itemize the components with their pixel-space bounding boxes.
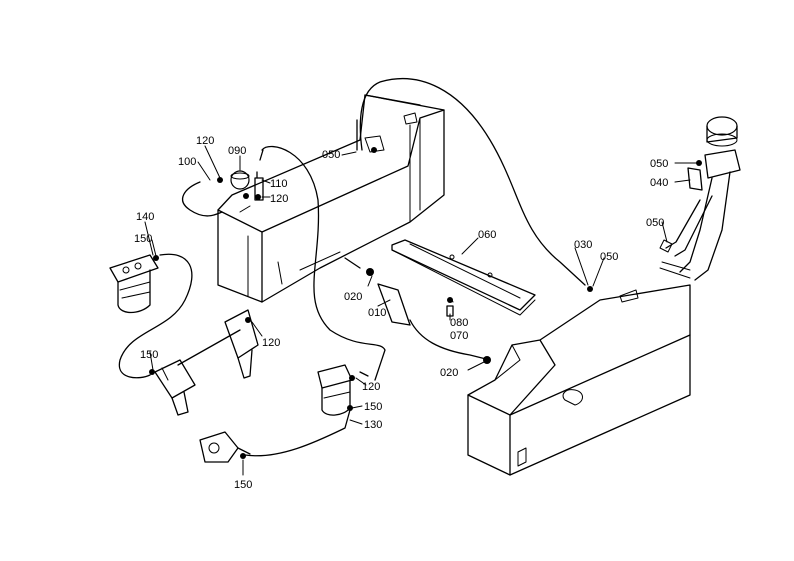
callout-070: 070 <box>450 330 468 342</box>
callout-150-pump: 150 <box>140 349 158 361</box>
callout-010: 010 <box>368 307 386 319</box>
callout-120-tank: 120 <box>270 193 288 205</box>
fuel-lines <box>118 78 586 457</box>
callout-050-filler-top: 050 <box>650 158 668 170</box>
feed-pump <box>199 431 251 463</box>
callout-140: 140 <box>136 211 154 223</box>
bracket-bolts <box>366 268 593 364</box>
callout-150-filter-center: 150 <box>364 401 382 413</box>
callout-150-filter: 150 <box>134 233 152 245</box>
callout-080: 080 <box>450 317 468 329</box>
callout-120-top: 120 <box>196 135 214 147</box>
callout-050-filler-bottom: 050 <box>646 217 664 229</box>
callout-120-pump: 120 <box>262 337 280 349</box>
callout-labels: 120 090 100 110 120 050 140 150 150 120 … <box>134 135 668 491</box>
callout-020-right: 020 <box>440 367 458 379</box>
callout-030: 030 <box>574 239 592 251</box>
filler-neck-assembly <box>659 116 741 281</box>
leader-lines <box>144 145 698 476</box>
callout-050-right-tank: 050 <box>600 251 618 263</box>
fuel-filter-left <box>109 254 159 314</box>
callout-050-tank: 050 <box>322 149 340 161</box>
tank-support-bracket <box>391 239 536 316</box>
fuel-filter-center <box>317 364 369 416</box>
callout-020-left: 020 <box>344 291 362 303</box>
callout-110: 110 <box>270 178 288 190</box>
injection-pump <box>149 309 259 416</box>
callout-130: 130 <box>364 419 382 431</box>
right-fuel-tank <box>467 261 691 476</box>
left-tank-fittings <box>217 119 385 201</box>
callout-040: 040 <box>650 177 668 189</box>
callout-150-feed-pump: 150 <box>234 479 252 491</box>
callout-090: 090 <box>228 145 246 157</box>
callout-100: 100 <box>178 156 196 168</box>
callout-060: 060 <box>478 229 496 241</box>
left-fuel-tank <box>217 94 445 303</box>
callout-120-filter: 120 <box>362 381 380 393</box>
